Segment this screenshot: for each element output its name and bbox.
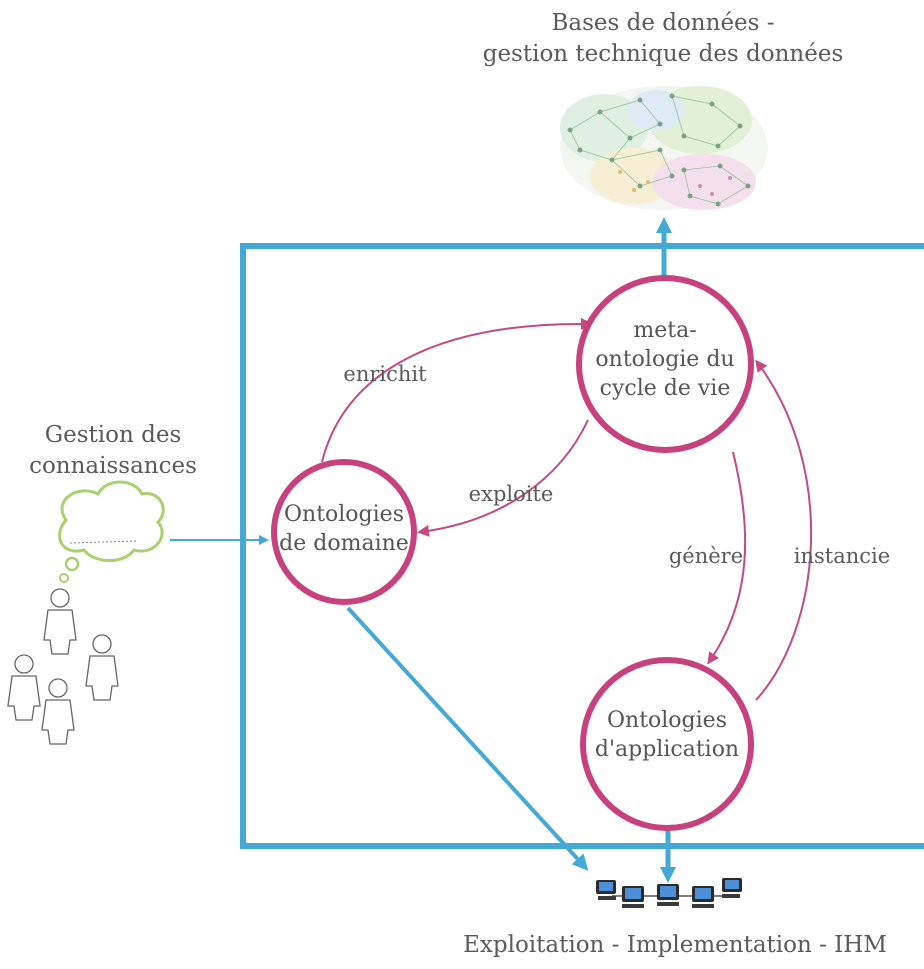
- application-ontologies-label: Ontologies d'application: [577, 706, 757, 764]
- edge-exploite: [417, 419, 589, 537]
- edge-label-genere: génère: [668, 544, 744, 568]
- edge-label-instancie: instancie: [793, 544, 891, 568]
- edge-genere: [707, 451, 747, 665]
- database-label-line1: Bases de données -: [551, 10, 775, 36]
- domain-ontologies-label: Ontologies de domaine: [264, 500, 424, 558]
- edge-label-exploite: exploite: [468, 482, 554, 506]
- application-line1: Ontologies: [606, 708, 727, 733]
- knowledge-label-line1: Gestion des: [44, 422, 182, 448]
- domain-line2: de domaine: [279, 531, 409, 557]
- domain-line1: Ontologies: [283, 502, 404, 527]
- database-label-line2: gestion technique des données: [482, 41, 844, 68]
- meta-ontology-label: meta- ontologie du cycle de vie: [570, 316, 760, 403]
- node-application-ontologies: [580, 657, 754, 831]
- knowledge-label-line2: connaissances: [29, 453, 197, 480]
- edge-enrichit: [321, 317, 593, 463]
- meta-line3: cycle de vie: [599, 376, 731, 402]
- knowledge-management-label: Gestion des connaissances: [8, 420, 218, 482]
- database-label: Bases de données - gestion technique des…: [468, 8, 858, 70]
- application-line2: d'application: [594, 737, 740, 763]
- people-thought-bubble-icon: [7, 480, 165, 745]
- system-frame: [240, 243, 924, 849]
- meta-line2: ontologie du: [595, 347, 735, 373]
- database-network-cloud-icon: [560, 86, 768, 210]
- exploitation-label: Exploitation - Implementation - IHM: [463, 932, 887, 958]
- meta-line1: meta-: [633, 318, 697, 343]
- networked-computers-icon: [596, 878, 742, 908]
- node-meta-ontology: [576, 275, 754, 453]
- node-domain-ontologies: [271, 459, 417, 605]
- arrow-domain-to-exploitation: [346, 606, 589, 871]
- edge-instancie: [755, 359, 813, 701]
- edge-label-enrichit: enrichit: [343, 362, 427, 386]
